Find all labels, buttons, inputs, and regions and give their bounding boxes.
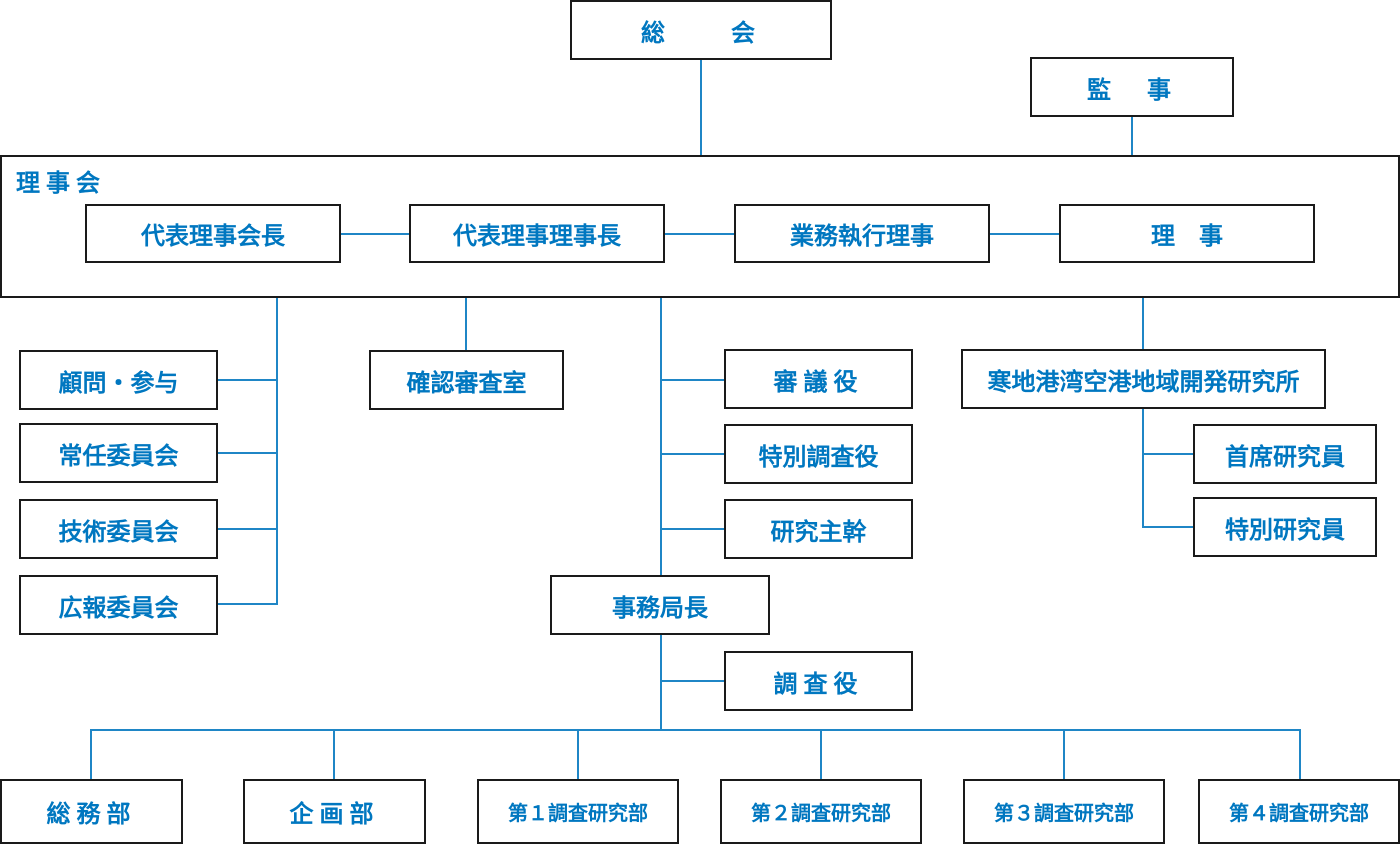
connector-line [1142, 526, 1195, 528]
investigator-box: 調査役 [724, 651, 913, 711]
connector-line [90, 729, 1301, 731]
connector-line [577, 729, 579, 781]
connector-line [90, 729, 92, 781]
principal-researcher-box: 首席研究員 [1193, 424, 1377, 484]
connector-line [333, 729, 335, 781]
board-member-chairman: 代表理事会長 [85, 204, 341, 263]
connector-line [660, 379, 726, 381]
auditor-box: 監 事 [1030, 57, 1234, 117]
board-member-president: 代表理事理事長 [409, 204, 665, 263]
connector-line [465, 296, 467, 351]
connector-line [1063, 729, 1065, 781]
board-member-director: 理 事 [1059, 204, 1315, 263]
connector-line [1142, 296, 1144, 351]
connector-line [216, 379, 277, 381]
connector-line [1299, 729, 1301, 781]
connector-line [216, 452, 277, 454]
connector-line [216, 603, 277, 605]
connector-line [1142, 453, 1195, 455]
secretary-general-box: 事務局長 [550, 575, 770, 635]
dept-general-affairs: 総務部 [0, 779, 183, 844]
dept-planning: 企画部 [243, 779, 426, 844]
dept-research-3: 第３調査研究部 [963, 779, 1165, 844]
connector-line [276, 296, 278, 605]
connector-line [660, 453, 726, 455]
board-member-executive: 業務執行理事 [734, 204, 990, 263]
connector-line [820, 729, 822, 781]
connector-line [700, 58, 702, 157]
standing-committee-box: 常任委員会 [19, 423, 218, 483]
connector-line [339, 233, 411, 235]
connector-line [216, 528, 277, 530]
advisor-box: 顧問・参与 [19, 350, 218, 410]
board-frame [0, 155, 1400, 298]
general-assembly-box: 総 会 [570, 0, 832, 60]
institute-box: 寒地港湾空港地域開発研究所 [961, 349, 1326, 409]
review-office-box: 確認審査室 [369, 350, 564, 410]
board-label: 理事会 [16, 169, 106, 197]
pr-committee-box: 広報委員会 [19, 575, 218, 635]
chief-researcher-box: 研究主幹 [724, 499, 913, 559]
dept-research-2: 第２調査研究部 [720, 779, 922, 844]
councilor-box: 審議役 [724, 349, 913, 409]
special-investigator-box: 特別調査役 [724, 424, 913, 484]
connector-line [664, 233, 736, 235]
dept-research-1: 第１調査研究部 [477, 779, 679, 844]
connector-line [1142, 407, 1144, 528]
connector-line [660, 528, 726, 530]
technical-committee-box: 技術委員会 [19, 499, 218, 559]
connector-line [989, 233, 1061, 235]
special-researcher-box: 特別研究員 [1193, 497, 1377, 557]
connector-line [1131, 116, 1133, 157]
dept-research-4: 第４調査研究部 [1198, 779, 1400, 844]
connector-line [660, 680, 726, 682]
connector-line [660, 296, 662, 577]
